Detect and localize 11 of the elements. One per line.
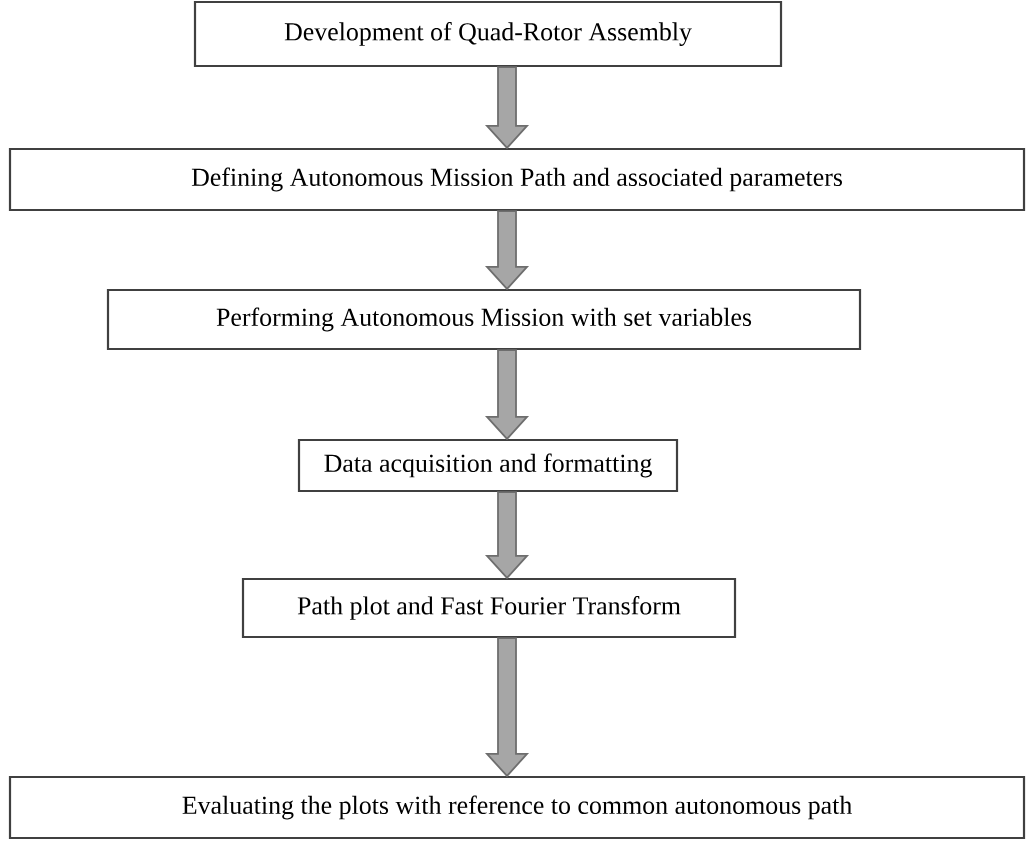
block-arrow [484,349,530,441]
process-box: Path plot and Fast Fourier Transform [241,577,737,639]
process-box: Evaluating the plots with reference to common autonomous path [8,775,1026,840]
block-arrow [484,210,530,291]
process-box: Development of Quad-Rotor Assembly [193,0,783,68]
block-arrow [484,491,530,580]
process-box: Data acquisition and formatting [297,438,679,493]
process-box: Performing Autonomous Mission with set variables [106,288,862,351]
block-arrow [484,637,530,778]
block-arrow [484,66,530,150]
process-box: Defining Autonomous Mission Path and associated parameters [8,147,1026,212]
